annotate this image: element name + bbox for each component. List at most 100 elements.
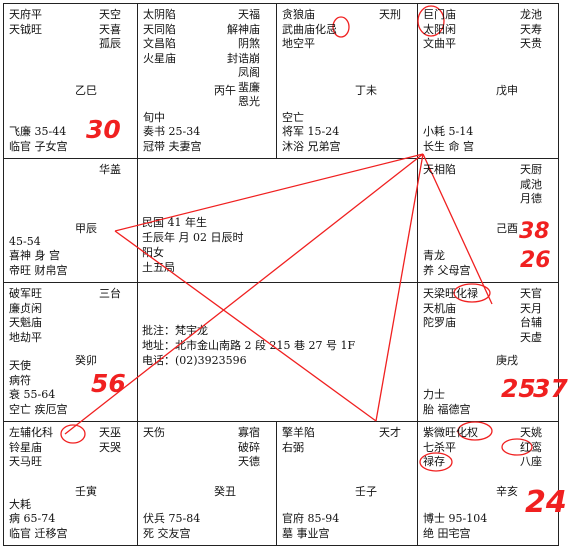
star-zi: 右弼 [282, 440, 304, 454]
palace-info-hai: 绝 田宅宫 [423, 526, 471, 540]
palace-info-zi: 官府 85-94 [282, 512, 340, 525]
palace-info-wei: 沐浴 兄弟宫 [282, 139, 341, 153]
palace-info-mao: 空亡 疾厄宫 [9, 402, 68, 416]
gender: 阳女 [142, 246, 164, 259]
star-yin: 左辅化科 [9, 426, 53, 439]
branch-label-chen: 甲辰 [75, 222, 97, 235]
star-si: 孤辰 [99, 37, 121, 50]
branch-label-xu: 庚戌 [496, 354, 518, 367]
star-hai: 红鸾 [520, 440, 542, 454]
ink-circle [457, 421, 493, 441]
star-chou: 破碎 [238, 440, 260, 454]
ink-circle [60, 424, 86, 444]
star-you: 天厨 [520, 163, 542, 176]
star-chen: 华盖 [99, 163, 121, 176]
branch-label-you: 己酉 [496, 222, 518, 235]
palace-info-shen: 小耗 5-14 [423, 125, 474, 138]
star-xu: 天虚 [520, 330, 542, 344]
palace-info-wei: 空亡 [282, 110, 304, 124]
star-xu: 天月 [520, 301, 542, 315]
palace-info-wu: 奏书 25-34 [143, 125, 201, 138]
palace-info-mao: 病符 [9, 373, 31, 387]
star-shen: 巨门庙 [423, 8, 456, 21]
ink-circle [417, 5, 445, 37]
star-xu: 陀罗庙 [423, 316, 456, 329]
star-wu: 天同陷 [143, 22, 176, 36]
branch-label-wei: 丁未 [355, 84, 377, 97]
grid-line [3, 3, 4, 546]
star-zi: 擎羊陷 [282, 426, 315, 439]
star-yin: 铃星庙 [9, 440, 42, 454]
star-xu: 天梁旺化禄 [423, 287, 478, 300]
star-hai: 天姚 [520, 426, 542, 439]
star-you: 月德 [520, 192, 542, 205]
grid-line [3, 421, 559, 422]
palace-info-chen: 喜神 身 宫 [9, 249, 60, 262]
note-56: 56 [91, 369, 126, 398]
star-si: 天府平 [9, 8, 42, 21]
star-chou: 寡宿 [238, 426, 260, 439]
note-address: 地址：北市金山南路 2 段 215 巷 27 号 1F [142, 339, 356, 352]
palace-info-shen: 长生 命 宫 [423, 139, 474, 153]
branch-label-yin: 壬寅 [75, 485, 97, 498]
star-wei: 贪狼庙 [282, 8, 315, 21]
palace-info-mao: 天使 [9, 359, 31, 372]
grid-line [3, 158, 559, 159]
birth-date: 壬辰年 月 02 日辰时 [142, 231, 244, 244]
palace-info-yin: 临官 迁移宫 [9, 526, 68, 540]
grid-line [417, 3, 418, 546]
star-wu: 阴煞 [238, 37, 260, 50]
ink-line [64, 153, 424, 435]
branch-label-mao: 癸卯 [75, 354, 97, 367]
star-chou: 天德 [238, 455, 260, 468]
branch-label-hai: 辛亥 [496, 485, 518, 498]
star-mao: 地劫平 [9, 330, 42, 344]
star-shen: 天贵 [520, 37, 542, 50]
grid-line [137, 3, 138, 546]
star-wu: 文昌陷 [143, 37, 176, 50]
note-38: 38 [519, 219, 550, 244]
star-si: 天喜 [99, 22, 121, 36]
star-wei: 地空平 [282, 37, 315, 50]
branch-label-shen: 戊申 [496, 84, 518, 97]
ziwei-chart: 民国 41 年生 壬辰年 月 02 日辰时 阳女 土五局 批注：梵宇龙 地址：北… [3, 3, 568, 546]
note-phone: 电话：(02)3923596 [142, 354, 247, 367]
star-wu: 太阴陷 [143, 8, 176, 21]
handwriting-layer [60, 5, 533, 472]
note-25: 25 [501, 374, 536, 403]
grid-line [276, 421, 277, 546]
star-wu: 凤阁 [238, 66, 260, 79]
star-yin: 天哭 [99, 440, 121, 454]
palace-info-mao: 衰 55-64 [9, 388, 56, 401]
star-wu: 恩光 [238, 95, 260, 108]
grid-line [558, 3, 559, 546]
star-shen: 天寿 [520, 22, 542, 36]
ink-circle [419, 452, 453, 472]
branch-label-chou: 癸丑 [214, 485, 236, 498]
star-yin: 天马旺 [9, 455, 42, 468]
note-26: 26 [520, 248, 551, 273]
palace-info-chou: 死 交友宫 [143, 526, 191, 540]
star-chou: 天伤 [143, 426, 165, 439]
star-xu: 天机庙 [423, 301, 456, 315]
palace-info-wu: 冠带 夫妻宫 [143, 139, 202, 153]
palace-info-you: 养 父母宫 [423, 263, 471, 277]
palace-info-you: 青龙 [423, 249, 445, 262]
palace-info-xu: 胎 福德宫 [423, 402, 471, 416]
note-37: 37 [533, 374, 568, 403]
note-30: 30 [86, 115, 121, 144]
ink-circle [453, 283, 491, 303]
branch-label-si: 乙巳 [75, 84, 97, 97]
grid-line [3, 545, 559, 546]
star-si: 天钺旺 [9, 22, 42, 36]
star-wu: 蜚廉 [238, 80, 260, 94]
star-yin: 天巫 [99, 426, 121, 439]
ink-line [114, 230, 377, 422]
star-you: 咸池 [520, 177, 542, 191]
palace-info-chen: 45-54 [9, 234, 41, 248]
note-annotator: 批注：梵宇龙 [142, 324, 208, 337]
branch-label-wu: 丙午 [214, 84, 236, 97]
ink-line [114, 153, 424, 232]
ink-circle [332, 16, 350, 38]
palace-info-chen: 帝旺 财帛宫 [9, 263, 68, 277]
